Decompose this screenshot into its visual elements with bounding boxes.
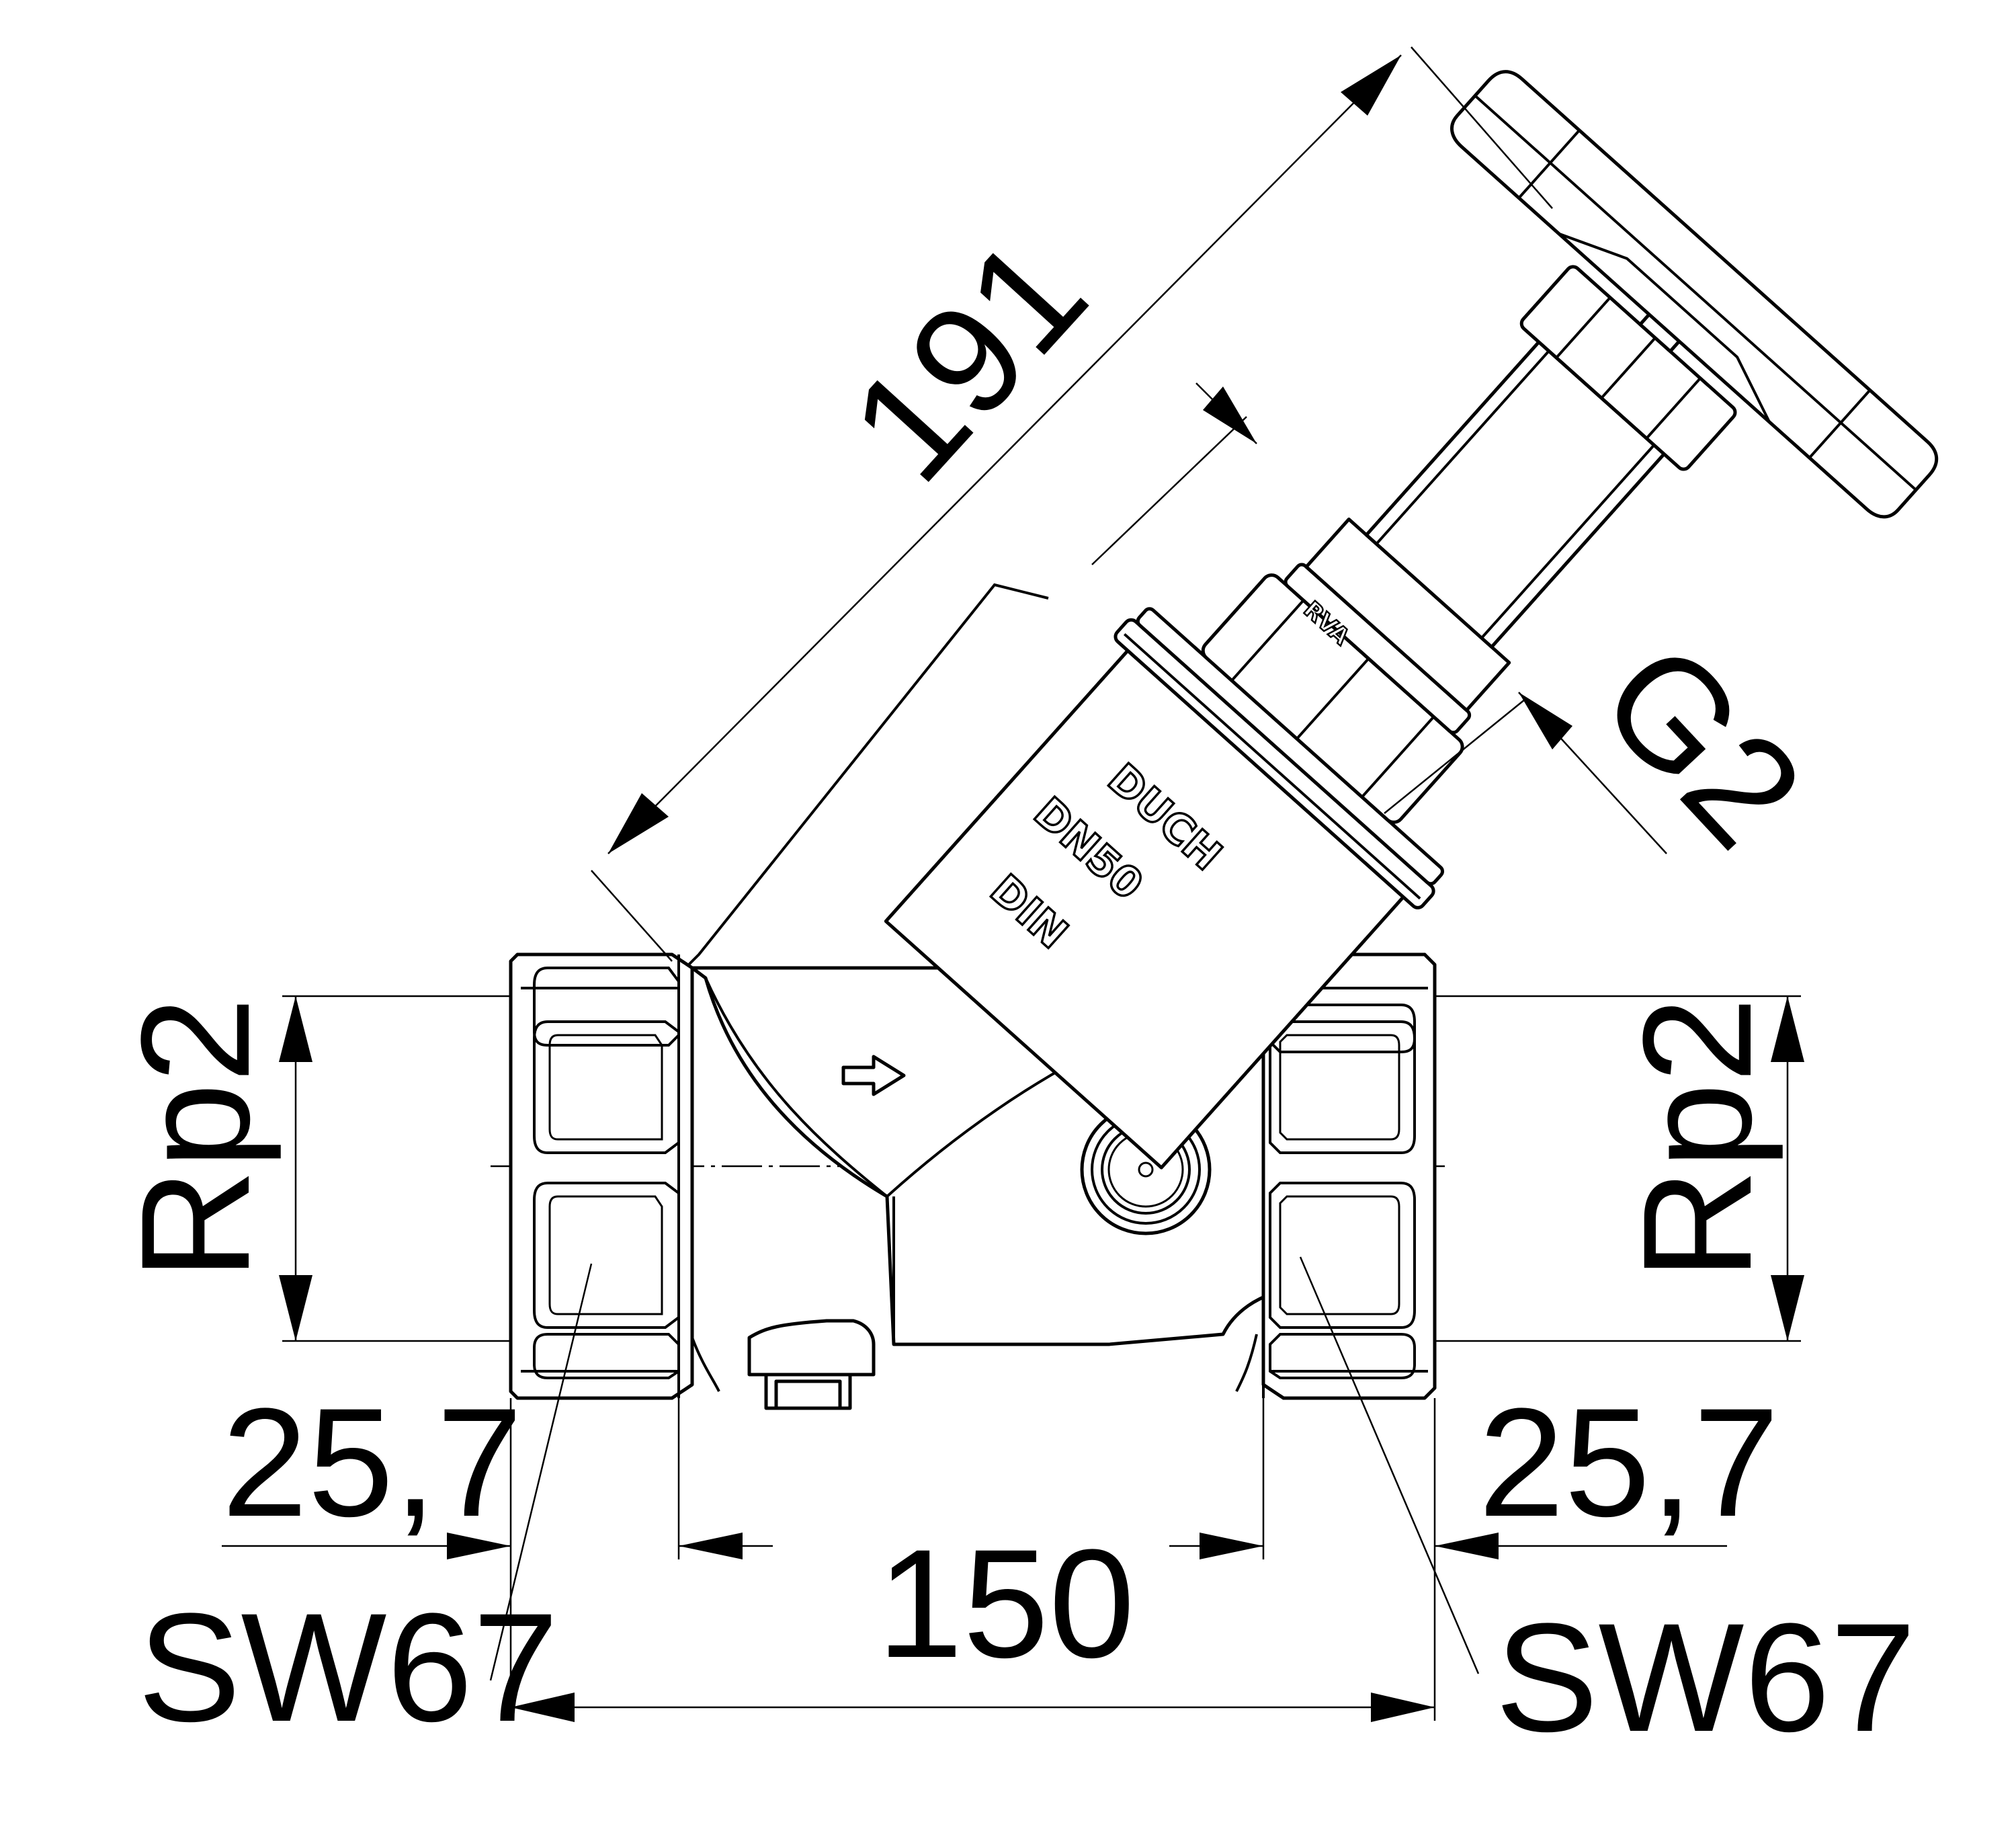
bonnet-assembly xyxy=(884,70,1939,1170)
flow-direction-arrow-icon xyxy=(841,1055,906,1096)
dimension-overall-length: 150 xyxy=(511,1517,1435,1722)
pipe-thread-left-label: Rp2 xyxy=(109,997,282,1280)
pipe-thread-right-label: Rp2 xyxy=(1611,997,1783,1280)
dimension-thread-depth-right: 25,7 xyxy=(1169,1376,1779,1721)
stem-height-label: 191 xyxy=(817,206,1118,513)
wrench-size-right: SW67 xyxy=(1299,1256,1916,1764)
dimension-pipe-thread-right: Rp2 xyxy=(1435,995,1804,1342)
wrench-size-right-label: SW67 xyxy=(1495,1591,1916,1764)
wrench-size-left: SW67 xyxy=(138,1263,593,1754)
drain-plug-hex xyxy=(774,1379,842,1410)
thread-depth-right-label: 25,7 xyxy=(1478,1376,1779,1549)
dimension-pipe-thread-left: Rp2 xyxy=(109,995,511,1342)
dimension-thread-depth-left: 25,7 xyxy=(222,1376,773,1721)
drain-boss xyxy=(747,1319,876,1377)
wrench-size-left-label: SW67 xyxy=(138,1581,558,1754)
thread-depth-left-label: 25,7 xyxy=(222,1376,523,1549)
overall-length-label: 150 xyxy=(877,1517,1135,1690)
bonnet-thread-label: G2 xyxy=(1568,610,1835,879)
left-hex-end xyxy=(509,952,694,1400)
